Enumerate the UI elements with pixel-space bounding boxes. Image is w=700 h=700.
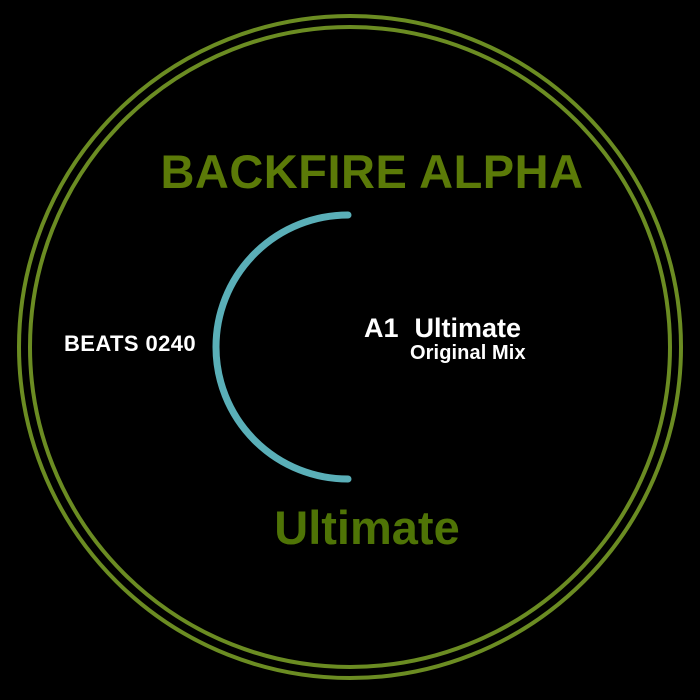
track-number: A1 bbox=[364, 313, 399, 343]
track-version: Original Mix bbox=[410, 342, 526, 364]
release-title: Ultimate bbox=[274, 501, 460, 554]
catalog-number: BEATS 0240 bbox=[64, 331, 196, 356]
artist-name: BACKFIRE ALPHA bbox=[160, 145, 584, 198]
outer-ring-circle bbox=[17, 14, 683, 680]
center-arc-shape bbox=[212, 211, 352, 483]
track-title: Ultimate bbox=[414, 313, 522, 343]
inner-ring-circle bbox=[28, 25, 672, 669]
track-line: A1 Ultimate bbox=[364, 315, 521, 342]
